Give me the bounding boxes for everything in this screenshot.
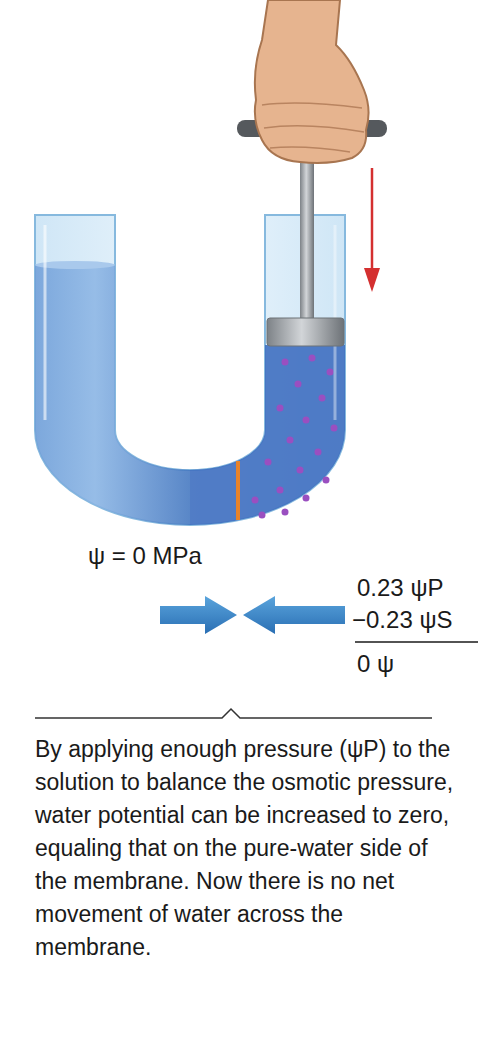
flow-arrow (243, 596, 345, 634)
flow-arrow (160, 596, 237, 634)
solute-potential: −0.23 ψS (352, 606, 453, 634)
pressure-potential: 0.23 ψP (357, 574, 444, 602)
solute-dots (252, 355, 338, 519)
total-potential: 0 ψ (357, 650, 394, 678)
membrane (236, 461, 240, 520)
caption: By applying enough pressure (ψP) to the … (35, 733, 465, 964)
liquid (0, 261, 410, 565)
sum-line (355, 641, 478, 643)
divider (35, 709, 432, 718)
hand (255, 0, 369, 163)
piston (267, 318, 344, 346)
push-arrow (371, 168, 374, 272)
water-potential-label: ψ = 0 MPa (88, 542, 202, 570)
